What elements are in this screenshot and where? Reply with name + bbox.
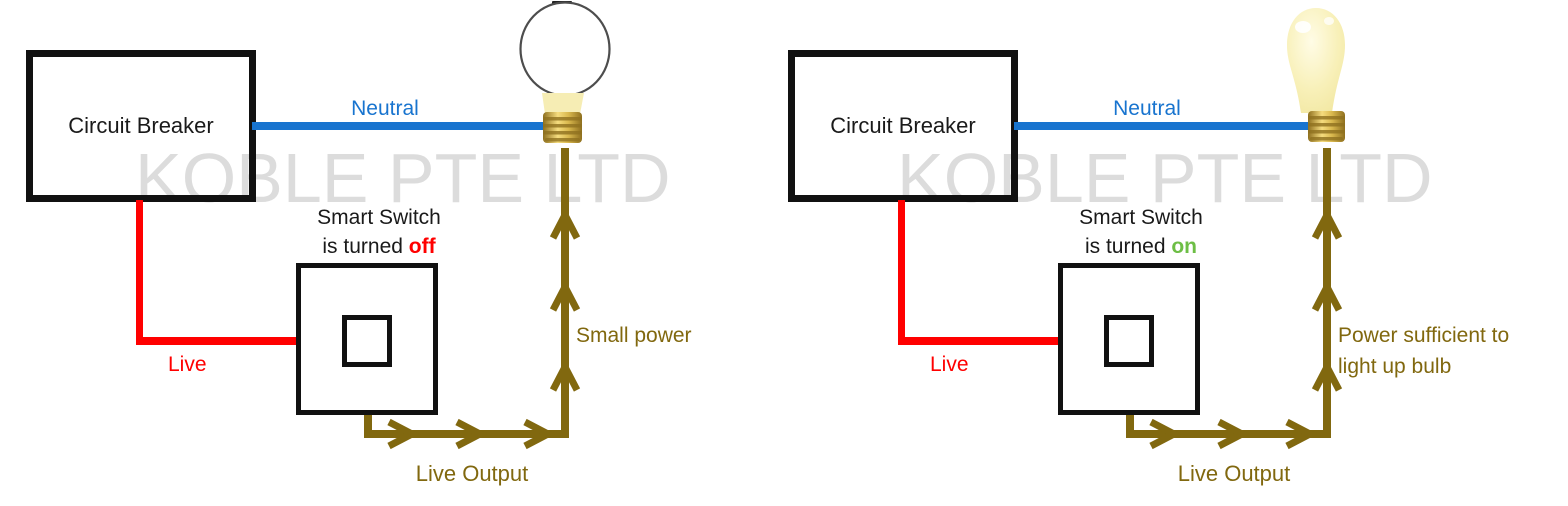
circuit-breaker-label: Circuit Breaker xyxy=(830,113,976,138)
switch-state-word: off xyxy=(408,235,436,258)
flow-arrow-icon xyxy=(455,418,488,450)
circuit-breaker-box: Circuit Breaker xyxy=(26,50,256,202)
bulb-neck xyxy=(542,93,584,114)
circuit-breaker-box: Circuit Breaker xyxy=(788,50,1018,202)
live-wire-horizontal xyxy=(136,337,301,345)
smart-switch-button xyxy=(342,315,392,367)
live-label: Live xyxy=(168,353,207,376)
flow-arrow-icon xyxy=(549,207,581,240)
smart-switch-caption-line1: Smart Switch xyxy=(1079,206,1203,229)
live-output-label: Live Output xyxy=(415,461,529,486)
flow-arrow-icon xyxy=(1217,418,1250,450)
flow-arrow-icon xyxy=(1311,279,1343,312)
flow-arrow-icon xyxy=(1285,418,1318,450)
smart-switch-caption-line2: is turned on xyxy=(1061,232,1221,261)
bulb-glass-off xyxy=(519,1,611,97)
bulb-screw-base xyxy=(543,112,582,143)
switch-state-word: on xyxy=(1171,235,1198,258)
flow-arrow-icon xyxy=(1149,418,1182,450)
smart-switch-box xyxy=(296,263,438,415)
live-wire-horizontal xyxy=(898,337,1063,345)
smart-switch-box xyxy=(1058,263,1200,415)
flow-arrow-icon xyxy=(549,279,581,312)
circuit-breaker-label: Circuit Breaker xyxy=(68,113,214,138)
switch-caption-prefix: is turned xyxy=(322,235,409,258)
bulb-highlight xyxy=(1324,17,1334,25)
neutral-wire xyxy=(1014,122,1310,130)
live-output-label: Live Output xyxy=(1177,461,1291,486)
smart-switch-button xyxy=(1104,315,1154,367)
neutral-label: Neutral xyxy=(351,97,419,120)
flow-arrow-icon xyxy=(1311,359,1343,392)
neutral-label: Neutral xyxy=(1113,97,1181,120)
power-note: Power sufficient to light up bulb xyxy=(1338,320,1509,382)
bulb-highlight xyxy=(1295,21,1311,33)
smart-switch-caption-line2: is turned off xyxy=(299,232,459,261)
smart-switch-caption: Smart Switch is turned off xyxy=(299,203,459,261)
flow-arrow-icon xyxy=(549,359,581,392)
power-note-line1: Small power xyxy=(576,324,692,347)
power-note-line1: Power sufficient to xyxy=(1338,324,1510,347)
live-wire-vertical xyxy=(898,200,905,345)
flow-arrow-icon xyxy=(1311,207,1343,240)
bulb-on-icon xyxy=(1287,8,1345,142)
live-wire-vertical xyxy=(136,200,143,345)
flow-arrow-icon xyxy=(387,418,420,450)
neutral-wire xyxy=(252,122,548,130)
switch-caption-prefix: is turned xyxy=(1084,235,1172,258)
flow-arrow-icon xyxy=(523,418,556,450)
bulb-glass-lit xyxy=(1287,8,1345,113)
power-note: Small power xyxy=(576,320,692,351)
smart-switch-caption: Smart Switch is turned on xyxy=(1061,203,1221,261)
live-label: Live xyxy=(930,353,969,376)
power-note-line2: light up bulb xyxy=(1338,355,1452,378)
smart-switch-caption-line1: Smart Switch xyxy=(317,206,441,229)
bulb-screw-base xyxy=(1308,111,1345,142)
bulb-off-icon xyxy=(519,1,611,143)
panel-switch-on: KOBLE PTE LTD Circuit Breaker Neutral xyxy=(762,0,1568,506)
panel-switch-off: KOBLE PTE LTD Circuit Breaker Neutral xyxy=(26,1,692,486)
